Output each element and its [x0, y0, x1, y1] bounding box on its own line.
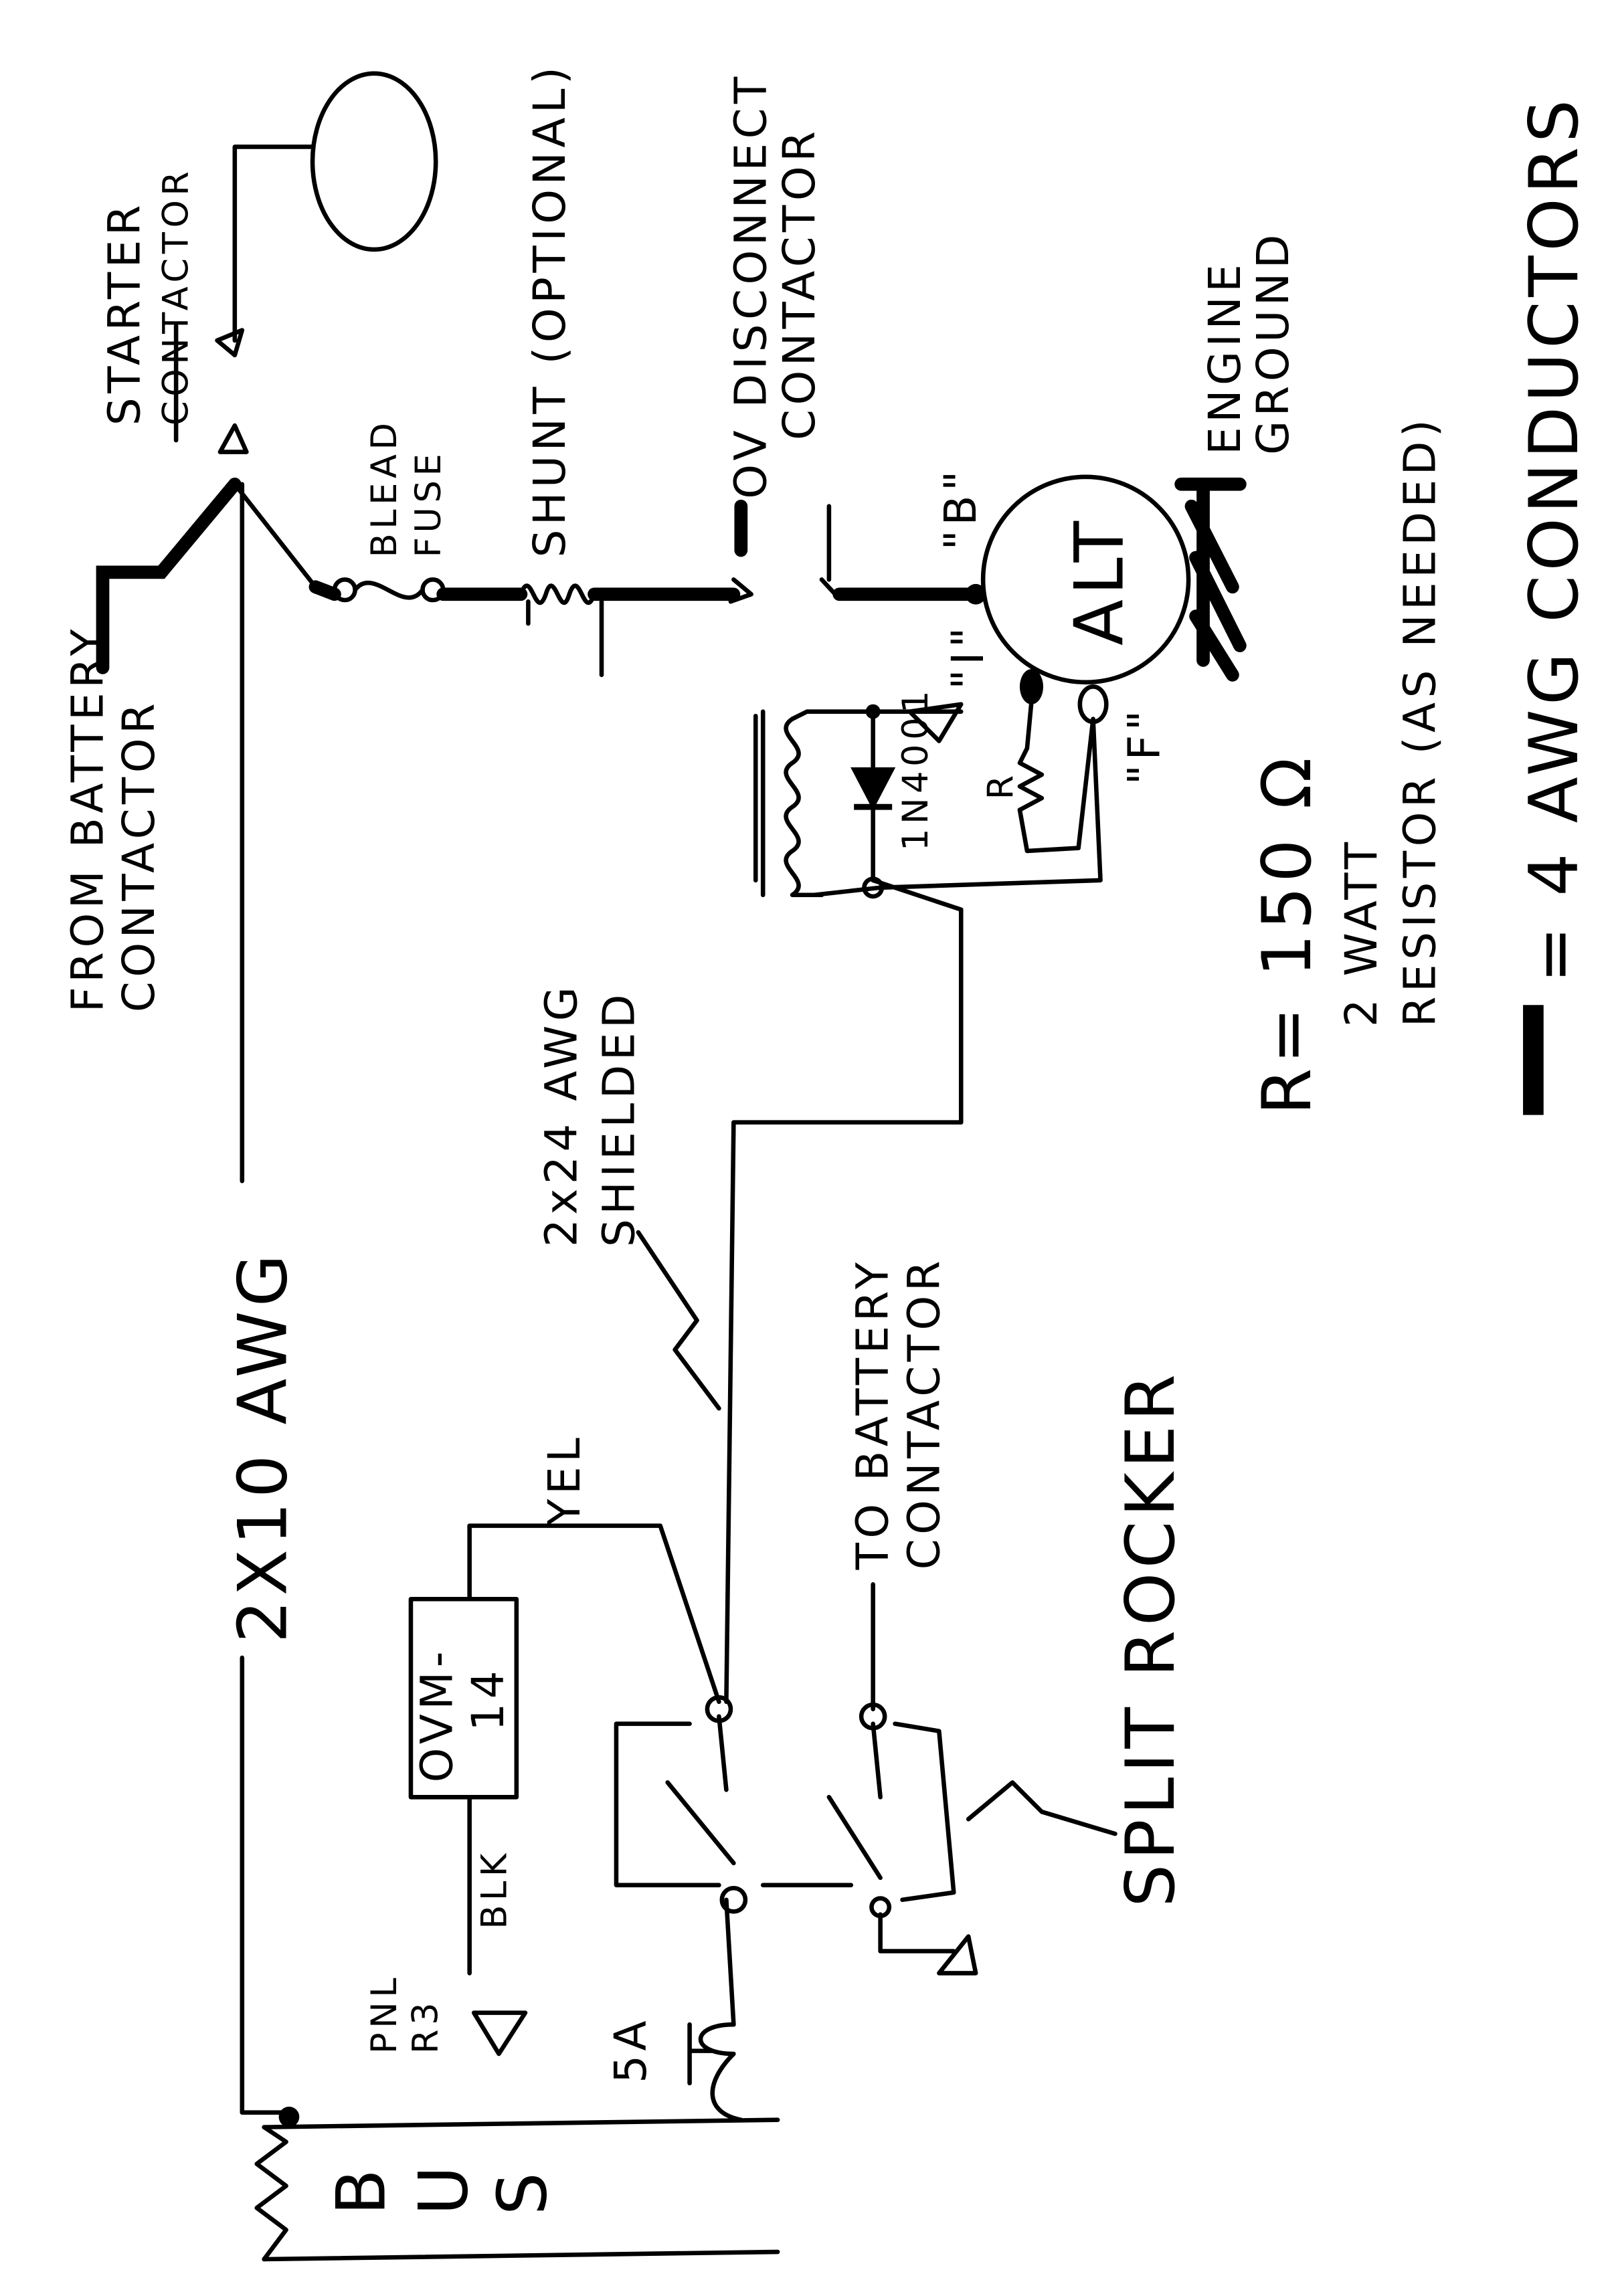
legend-note: = 4 AWG CONDUCTORS	[1514, 95, 1593, 983]
relay-core	[753, 709, 766, 898]
ov-disconnect-label-2: CONTACTOR	[774, 126, 825, 440]
resistor-spec-note-1: 2 WATT	[1336, 838, 1387, 1027]
alt-f-label: "F"	[1118, 706, 1170, 785]
alt-b-label: "B"	[935, 466, 986, 550]
main-wire-label: 2X10 AWG	[223, 1250, 302, 1643]
from-battery-label-1: FROM BATTERY	[62, 625, 113, 1012]
from-battery-label-2: CONTACTOR	[113, 699, 165, 1013]
alt-i-label: "I"	[942, 623, 994, 690]
shielded-label-2: SHIELDED	[593, 990, 644, 1247]
to-battery-label-2: CONTACTOR	[898, 1256, 950, 1570]
ovm-14-module	[408, 1596, 519, 1800]
engine-ground-label-1: ENGINE	[1199, 260, 1251, 455]
rocker-ground-icon	[878, 1912, 978, 1976]
resistor-label: R	[980, 771, 1021, 799]
alt-label: ALT	[1059, 516, 1138, 646]
blk-label: BLK	[474, 1849, 515, 1929]
shunt-label: SHUNT (OPTIONAL)	[524, 63, 575, 558]
fuse-5a-icon	[698, 2022, 743, 2122]
shielded-arrow-icon	[636, 1230, 721, 1411]
diode-label: 1N4001	[895, 686, 936, 851]
ov-disconnect-label-1: OV DISCONNECT	[725, 72, 777, 499]
shunt-icon	[519, 583, 604, 678]
bus-label-s: S	[483, 2168, 562, 2216]
resistor-value-note: R= 150 Ω	[1247, 753, 1326, 1115]
engine-ground-icon	[1174, 477, 1247, 682]
resistor-icon	[812, 699, 1103, 898]
terminal-icon	[217, 423, 249, 454]
ovm-label-2: 14	[462, 1666, 514, 1731]
bleed-fuse-label-1: BLEAD	[364, 418, 405, 557]
split-rocker-switch[interactable]	[614, 1695, 978, 2027]
engine-ground-label-2: GROUND	[1247, 230, 1299, 455]
panel-ground-icon	[471, 2010, 528, 2056]
bleed-fuse-icon	[332, 577, 446, 603]
terminal-icon	[215, 328, 245, 358]
to-battery-label-1: TO BATTERY	[847, 1258, 899, 1570]
bus-bar: B U S	[254, 2117, 780, 2262]
main-wire	[240, 482, 288, 2115]
bus-label-u: U	[404, 2162, 482, 2215]
battery-feed-wire	[96, 477, 242, 674]
ovm-label-1: OVM-	[411, 1647, 462, 1782]
alternator: ALT "B" "I" "F"	[935, 466, 1191, 785]
yel-label: YEL	[539, 1434, 590, 1527]
diode-icon	[850, 767, 896, 811]
resistor-spec-note-2: RESISTOR (AS NEEDED)	[1394, 415, 1445, 1027]
alternator-icon	[980, 474, 1191, 685]
fuse-5a-label: 5A	[605, 2016, 656, 2083]
panel-label-2: R3	[405, 1998, 446, 2054]
split-rocker-arrow-icon	[966, 1780, 1117, 1836]
bleed-fuse-label-2: FUSE	[408, 450, 449, 558]
split-rocker-label: SPLIT ROCKER	[1111, 1370, 1190, 1907]
shielded-label-1: 2x24 AWG	[536, 983, 588, 1247]
panel-label-1: PNL	[364, 1974, 405, 2054]
starter-contactor-label-2: CONTACTOR	[156, 167, 197, 425]
starter-contactor-label-1: STARTER	[98, 201, 150, 425]
starter-contactor	[173, 71, 438, 454]
bus-label-b: B	[321, 2164, 400, 2215]
starter-solenoid-icon	[310, 71, 438, 252]
i-terminal-icon	[907, 702, 964, 743]
bus-break-icon	[254, 2125, 288, 2262]
relay-coil-icon	[784, 709, 824, 898]
